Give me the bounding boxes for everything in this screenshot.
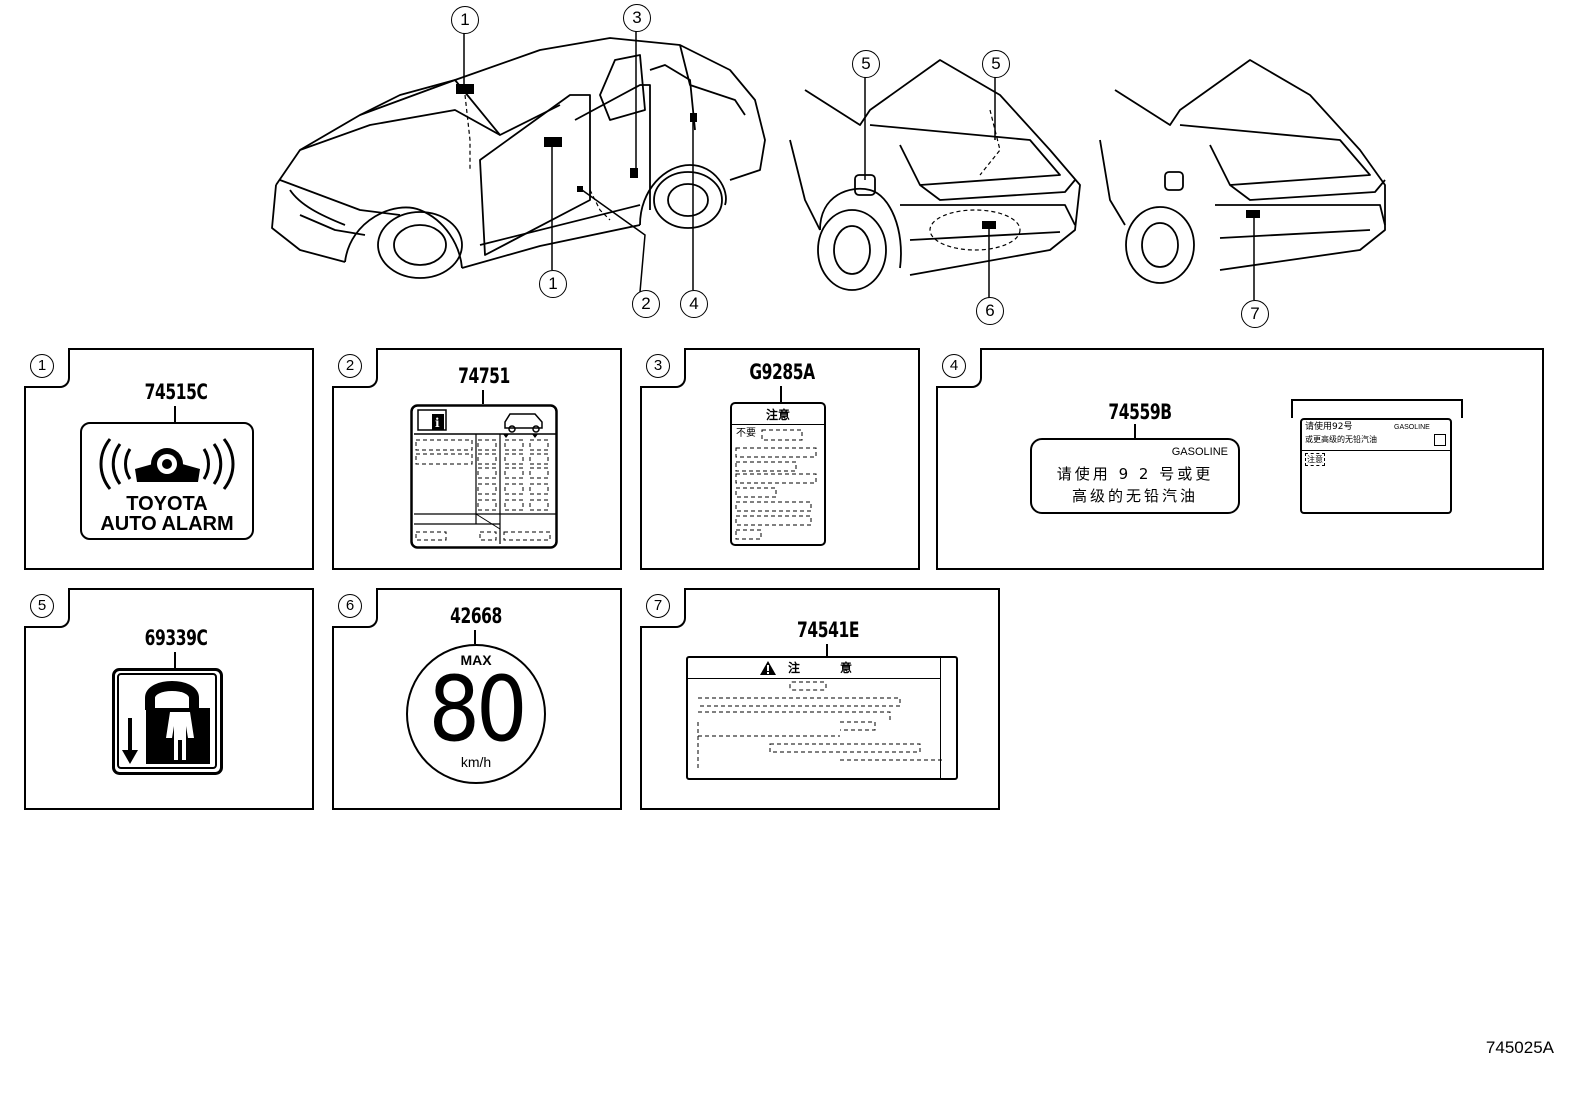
sedan-rear-view-a bbox=[789, 59, 1081, 298]
panel-index: 6 bbox=[338, 594, 362, 618]
alarm-siren-icon bbox=[99, 438, 235, 490]
panel-1: 1 74515C TOYOTA AUTO ALARM bbox=[24, 348, 314, 570]
part-number: 69339C bbox=[144, 626, 208, 650]
part-number: 74541E bbox=[796, 618, 860, 642]
sedan-front-view bbox=[271, 30, 766, 293]
panel-index: 4 bbox=[942, 354, 966, 378]
part-number: 74751 bbox=[458, 364, 510, 388]
callout-6: 6 bbox=[976, 297, 1004, 325]
trunk-caution-sidebar bbox=[940, 658, 957, 778]
panel-6: 6 42668 MAX 80 km/h bbox=[332, 588, 622, 810]
label-line-1: TOYOTA bbox=[126, 493, 208, 515]
panel-3: 3 G9285A 注意 不要 bbox=[640, 348, 920, 570]
panel-index-tab: 3 bbox=[640, 348, 686, 388]
warning-triangle-icon bbox=[760, 661, 776, 675]
callout-1-bottom: 1 bbox=[539, 270, 567, 298]
small-box bbox=[1434, 434, 1446, 446]
part-number: 74559B bbox=[1108, 400, 1172, 424]
part-leader bbox=[780, 386, 782, 402]
caution-text-lines bbox=[735, 429, 817, 540]
svg-text:i: i bbox=[435, 416, 440, 430]
panel-index: 2 bbox=[338, 354, 362, 378]
trunk-caution-title: 注 意 bbox=[788, 661, 867, 675]
drawing-code: 745025A bbox=[1485, 1038, 1554, 1057]
panel-index-tab: 4 bbox=[936, 348, 982, 388]
label-line-2: AUTO ALARM bbox=[100, 513, 234, 535]
callout-7: 7 bbox=[1241, 300, 1269, 328]
part-leader bbox=[826, 644, 828, 658]
panel-index-tab: 6 bbox=[332, 588, 378, 628]
part-number: 42668 bbox=[450, 604, 502, 628]
speed-limit-sticker: MAX 80 km/h bbox=[406, 644, 546, 784]
callout-1-top: 1 bbox=[451, 6, 479, 34]
caution-label: 注意 不要 bbox=[730, 402, 826, 546]
part-number: 74515C bbox=[144, 380, 208, 404]
small-fuel: GASOLINE bbox=[1394, 424, 1430, 431]
part-number: G9285A bbox=[749, 360, 815, 384]
panel-index: 1 bbox=[30, 354, 54, 378]
part-leader bbox=[174, 652, 176, 668]
speed-value: 80 bbox=[428, 657, 527, 762]
small-line-1: 请使用92号 bbox=[1305, 422, 1353, 432]
small-line-2: 或更高级的无铅汽油 bbox=[1305, 435, 1377, 444]
part-leader bbox=[474, 630, 476, 644]
trunk-caution-header: 注 意 bbox=[688, 658, 940, 679]
panel-2: 2 74751 i bbox=[332, 348, 622, 570]
panel-index: 7 bbox=[646, 594, 670, 618]
part-leader bbox=[174, 406, 176, 422]
panel-4: 4 74559B GASOLINE 请使用 9 2 号或更 高级的无铅汽油 请使… bbox=[936, 348, 1544, 570]
panel-index: 3 bbox=[646, 354, 670, 378]
small-divider bbox=[1302, 450, 1450, 451]
speed-max-label: MAX bbox=[460, 652, 492, 668]
callout-5-left: 5 bbox=[852, 50, 880, 78]
panel-index: 5 bbox=[30, 594, 54, 618]
callout-4: 4 bbox=[680, 290, 708, 318]
auto-alarm-label: TOYOTA AUTO ALARM bbox=[80, 422, 254, 540]
callout-5-right: 5 bbox=[982, 50, 1010, 78]
callout-2: 2 bbox=[632, 290, 660, 318]
panel-index-tab: 2 bbox=[332, 348, 378, 388]
speed-unit: km/h bbox=[460, 754, 492, 770]
tire-pressure-label: i bbox=[410, 404, 558, 549]
fuel-line-1: 请使用 9 2 号或更 bbox=[1056, 465, 1214, 483]
fuel-label: GASOLINE 请使用 9 2 号或更 高级的无铅汽油 bbox=[1030, 438, 1240, 514]
panel-5: 5 69339C bbox=[24, 588, 314, 810]
callout-3: 3 bbox=[623, 4, 651, 32]
fuel-type: GASOLINE bbox=[1171, 446, 1228, 458]
small-note: 注意 bbox=[1305, 453, 1325, 466]
fuel-label-small: 请使用92号 GASOLINE 或更高级的无铅汽油 注意 bbox=[1300, 418, 1452, 514]
trunk-caution-label: 注 意 bbox=[686, 656, 958, 780]
fuel-line-2: 高级的无铅汽油 bbox=[1071, 487, 1198, 505]
sedan-rear-view-b bbox=[1099, 59, 1386, 300]
panel-index-tab: 5 bbox=[24, 588, 70, 628]
fuel-label-bracket bbox=[1291, 399, 1463, 418]
child-lock-icon bbox=[112, 668, 223, 775]
panel-index-tab: 1 bbox=[24, 348, 70, 388]
caution-header: 注意 bbox=[732, 406, 824, 425]
part-leader bbox=[1134, 424, 1136, 440]
trunk-caution-text-lines bbox=[697, 681, 945, 770]
panel-7: 7 74541E 注 意 bbox=[640, 588, 1000, 810]
panel-index-tab: 7 bbox=[640, 588, 686, 628]
part-leader bbox=[482, 390, 484, 404]
caution-first-row: 不要 bbox=[736, 428, 756, 439]
